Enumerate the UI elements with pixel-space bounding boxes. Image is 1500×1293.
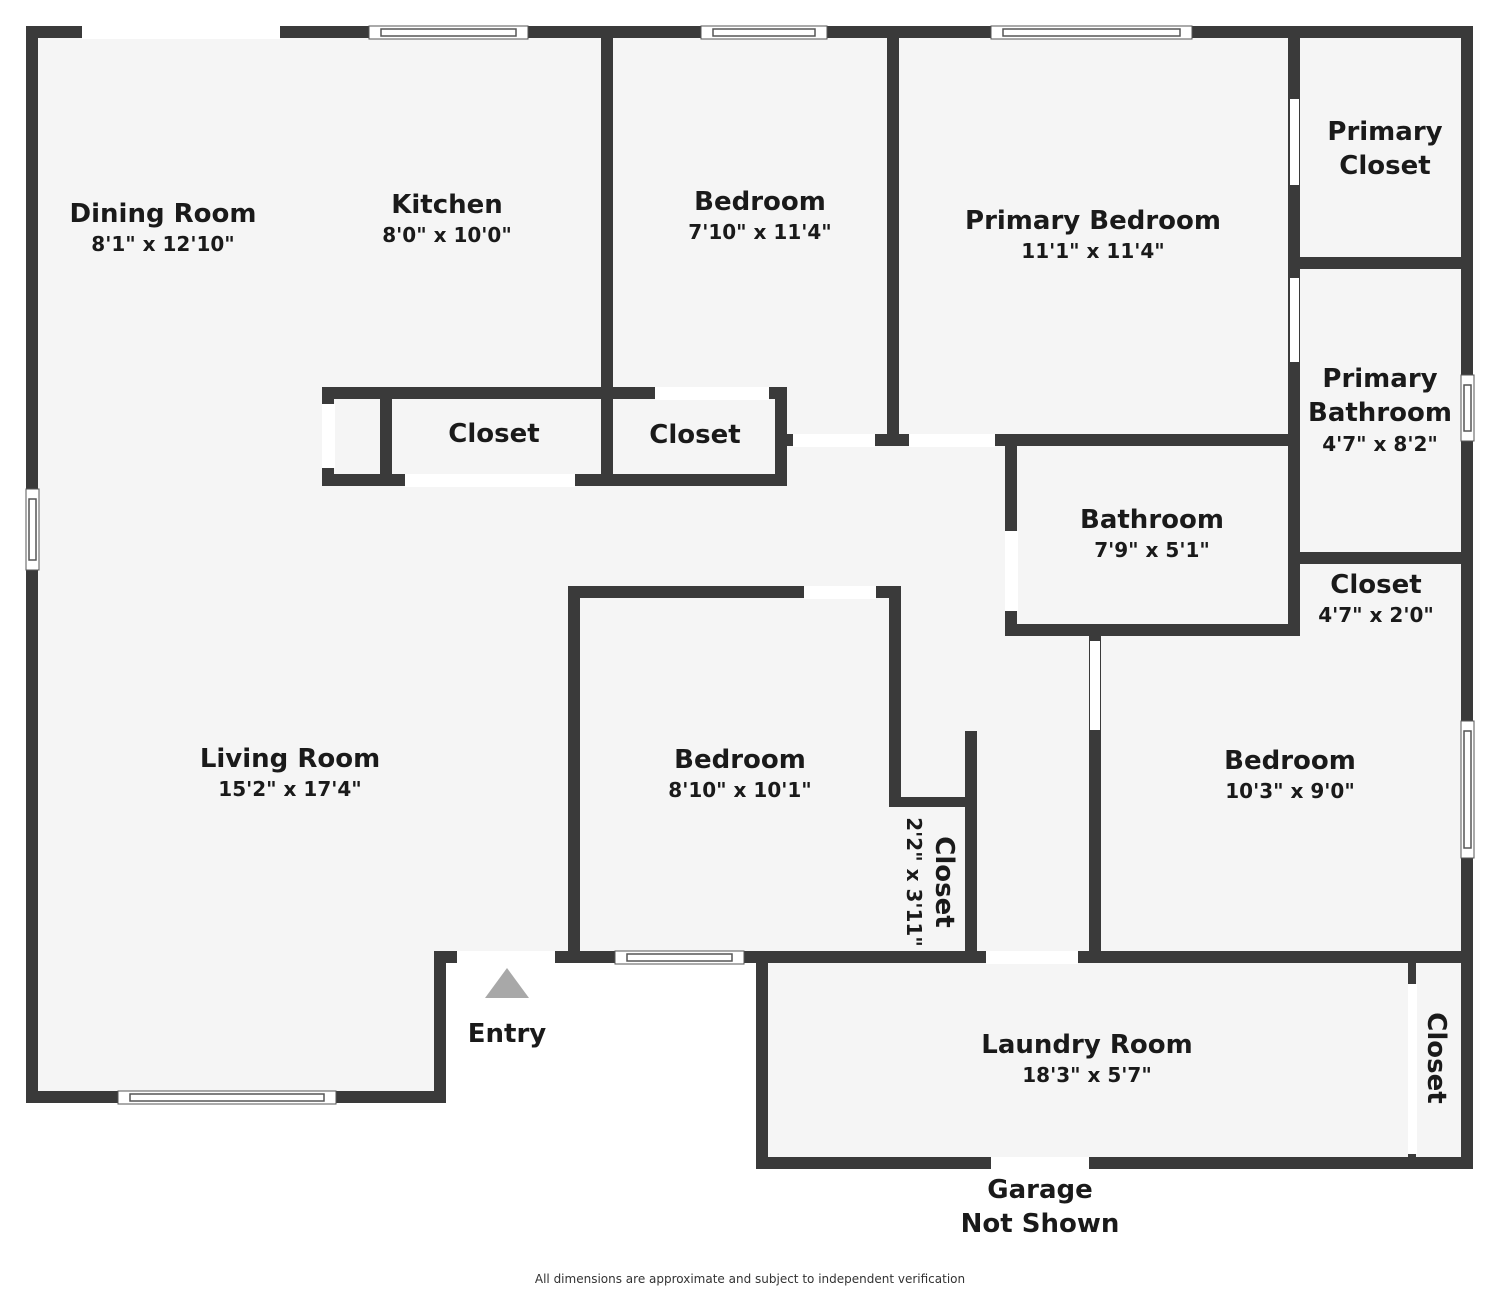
- door-opening: [909, 434, 995, 447]
- door-opening: [322, 404, 335, 468]
- dining-room-label: Dining Room: [70, 199, 257, 229]
- door-opening: [804, 586, 876, 599]
- bedroom-north-label: Bedroom: [694, 187, 826, 217]
- bedroom-middle-label: Bedroom: [674, 745, 806, 775]
- window: [368, 25, 529, 40]
- primary-bathroom-label-line1: Primary: [1322, 364, 1437, 394]
- closet-left-label: Closet: [448, 419, 539, 449]
- primary-bathroom-dims: 4'7" x 8'2": [1322, 432, 1438, 456]
- door-opening: [1290, 99, 1299, 185]
- door-opening: [986, 951, 1078, 964]
- openings: [82, 26, 1417, 1170]
- window-pane: [1463, 730, 1472, 849]
- primary-bedroom-dims: 11'1" x 11'4": [1021, 239, 1164, 263]
- bedroom-north-dims: 7'10" x 11'4": [688, 220, 831, 244]
- primary-bedroom-label: Primary Bedroom: [965, 206, 1221, 236]
- door-opening: [1005, 531, 1018, 611]
- door-opening: [82, 26, 280, 39]
- window-pane: [1463, 384, 1472, 432]
- laundry-room-label: Laundry Room: [981, 1030, 1192, 1060]
- kitchen-dims: 8'0" x 10'0": [382, 223, 512, 247]
- door-opening: [655, 387, 769, 400]
- closet-laundry-label: Closet: [1421, 1012, 1451, 1103]
- window: [990, 25, 1193, 40]
- entry-arrow-icon: [485, 968, 529, 998]
- dining-room-dims: 8'1" x 12'10": [91, 232, 234, 256]
- door-opening: [1408, 984, 1417, 1154]
- windows: [25, 25, 1475, 1105]
- bedroom-east-dims: 10'3" x 9'0": [1225, 779, 1355, 803]
- window: [117, 1090, 337, 1105]
- window-pane: [380, 28, 517, 37]
- laundry-floor-area: [762, 957, 1467, 1163]
- main-floor-area: [32, 32, 1467, 1097]
- window-pane: [1002, 28, 1181, 37]
- window-pane: [129, 1093, 325, 1102]
- closet-east-label: Closet: [1330, 570, 1421, 600]
- floor-areas: [32, 32, 1467, 1163]
- door-opening: [793, 434, 875, 447]
- closet-east-dims: 4'7" x 2'0": [1318, 603, 1434, 627]
- garage-label-line1: Garage: [987, 1175, 1093, 1205]
- bedroom-east-label: Bedroom: [1224, 746, 1356, 776]
- bedroom-middle-dims: 8'10" x 10'1": [668, 778, 811, 802]
- garage-label-line2: Not Shown: [961, 1209, 1120, 1239]
- primary-closet-label-line2: Closet: [1339, 151, 1430, 181]
- door-opening: [1090, 641, 1100, 730]
- bathroom-dims: 7'9" x 5'1": [1094, 538, 1210, 562]
- kitchen-label: Kitchen: [391, 190, 503, 220]
- primary-bathroom-label-line2: Bathroom: [1308, 398, 1452, 428]
- primary-closet-label-line1: Primary: [1327, 117, 1442, 147]
- window-pane: [626, 953, 733, 962]
- closet-vertical-dims: 2'2" x 3'11": [902, 817, 926, 947]
- window-pane: [28, 498, 37, 561]
- bathroom-label: Bathroom: [1080, 505, 1224, 535]
- closet-middle-label: Closet: [649, 420, 740, 450]
- door-opening: [457, 951, 555, 964]
- window: [614, 950, 745, 965]
- window: [25, 488, 40, 571]
- closet-vertical-label: Closet: [929, 836, 959, 927]
- door-opening: [1290, 278, 1299, 362]
- door-opening: [991, 1157, 1089, 1170]
- living-room-dims: 15'2" x 17'4": [218, 777, 361, 801]
- window-pane: [712, 28, 816, 37]
- entry-label: Entry: [468, 1019, 547, 1049]
- door-opening: [405, 474, 575, 487]
- window: [1460, 720, 1475, 859]
- disclaimer-note: All dimensions are approximate and subje…: [535, 1272, 965, 1286]
- laundry-room-dims: 18'3" x 5'7": [1022, 1063, 1152, 1087]
- living-room-label: Living Room: [200, 744, 380, 774]
- window: [700, 25, 828, 40]
